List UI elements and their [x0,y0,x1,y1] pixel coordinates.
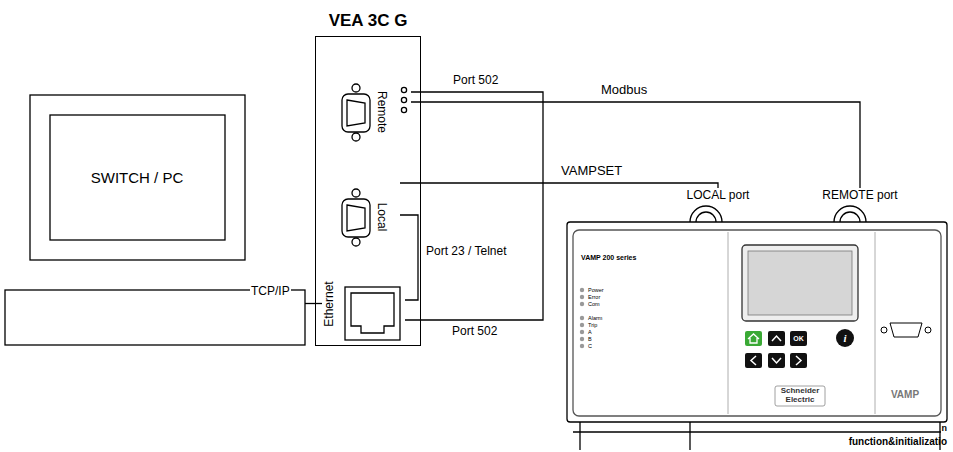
connection-line [400,215,418,300]
button-label: OK [793,334,804,342]
led-label: A [588,329,592,335]
ethernet-port: Ethernet [322,265,405,342]
connection-line [411,102,860,188]
relay-display [742,245,858,321]
local-port: Local [336,178,400,248]
node-text: LOCAL port [687,189,750,203]
relay-port-label: LOCAL port [683,188,754,204]
connection-label: Modbus [600,83,648,98]
protection-relay: VAMP 200 seriesSchneider Electric VAMP LOC… [567,185,947,447]
led-label: B [588,336,592,342]
relay-port-label: REMOTE port [818,188,901,204]
led-label: Com [588,301,600,307]
connection-label: TCP/IP [250,285,291,299]
db9-connector [342,189,370,246]
connection-line [305,303,322,304]
device-title: VEA 3C G [329,11,408,31]
db9-connector [342,84,370,141]
node-text: Ethernet [323,281,337,326]
keypad [745,329,854,368]
node-text: Remote [374,91,388,133]
led-label: Trip [588,322,597,328]
relay-leds [580,288,584,348]
node-text: REMOTE port [822,189,897,203]
db9-connector [881,323,931,337]
connection-line [400,183,718,188]
led-label: Error [588,294,600,300]
caption-fragment: n [942,423,948,433]
node-text: VAMP [891,389,919,401]
node-text: VAMP 200 series [581,254,636,262]
connection-label: VAMPSET [560,164,623,179]
led-label: Power [588,287,604,293]
display-screen [748,251,852,315]
connection-label: Port 502 [452,74,499,88]
node-text: SWITCH / PC [91,169,184,186]
pc-computer: SWITCH / PC [5,95,305,345]
connection-line [405,92,543,320]
port-label: Port 502 [452,325,497,339]
status-leds [401,87,406,112]
led-label: Alarm [588,315,602,321]
caption-fragment: function&initializatio [849,436,947,448]
remote-port: Remote [336,82,411,144]
led-label: C [588,343,592,349]
monitor-screen [50,115,225,240]
connection-label: Port 23 / Telnet [425,245,508,259]
relay-housing [567,206,947,450]
gateway-housing: VEA 3C GRemoteLocalEthernet [316,37,420,345]
button-label: i [843,332,846,345]
node-text: Schneider Electric [774,386,826,404]
monitor-frame [30,95,245,260]
node-text: Local [374,203,388,232]
rj45-port [345,287,400,340]
